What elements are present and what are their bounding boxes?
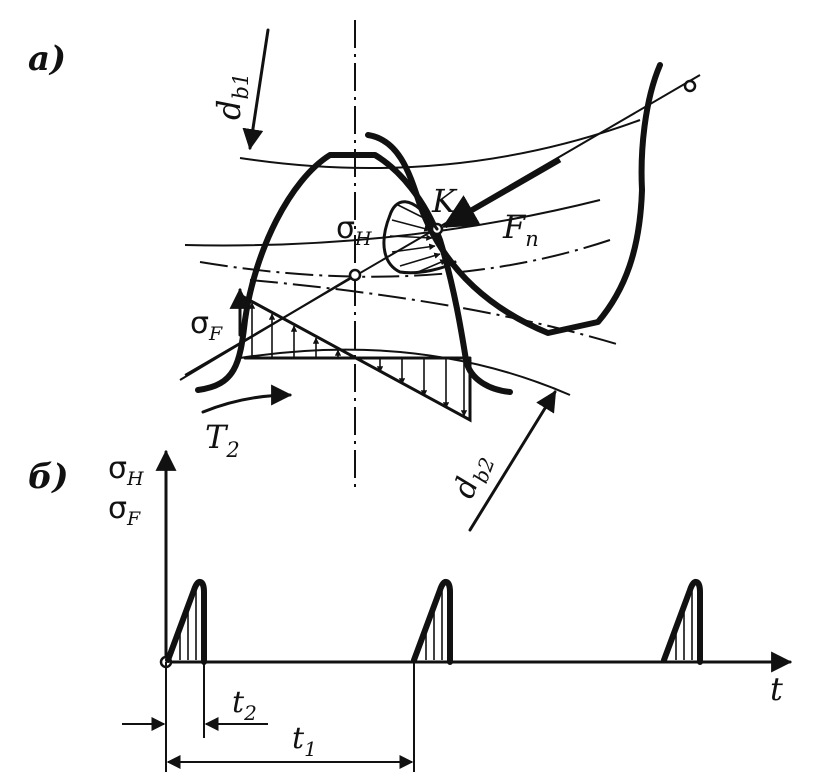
- force-line: [179, 274, 356, 381]
- panel-b: б) σH σF t: [28, 449, 793, 772]
- sigma-h-label: σH: [336, 211, 372, 250]
- t2-torque-label: T2: [205, 418, 240, 462]
- panel-a: a): [28, 20, 701, 532]
- fn-label: Fn: [502, 208, 539, 251]
- sigma-f-label: σF: [190, 306, 223, 345]
- x-axis-label-t: t: [770, 670, 783, 708]
- bending-stress-arrows-up: [248, 302, 342, 358]
- base-circle-db1-arc: [239, 119, 641, 169]
- torque-t2-arrow: [201, 384, 293, 414]
- y-axis-label-sigma-f: σF: [108, 491, 141, 530]
- panel-a-label: a): [28, 39, 66, 79]
- t1-label: t1: [292, 721, 317, 761]
- svg-text:db1: db1: [210, 73, 253, 120]
- stress-pulse-1: [165, 579, 207, 665]
- contact-stress-arrows: [389, 204, 447, 273]
- stress-pulse-3: [661, 579, 703, 665]
- t2-label: t2: [232, 685, 257, 725]
- dash-arc-lower: [249, 279, 621, 346]
- contact-point-k-label: K: [431, 182, 458, 220]
- base-circle-db2-arc: [239, 348, 571, 396]
- db1-dimension-arrow: [242, 28, 270, 151]
- panel-b-label: б): [28, 457, 69, 497]
- bending-stress-envelope: [238, 293, 472, 423]
- gear2-center-point: [683, 79, 697, 93]
- gear2-tooth: [365, 62, 663, 336]
- stress-pulse-2: [411, 579, 453, 665]
- dash-arc-upper: [199, 239, 611, 278]
- db1-label: db1: [210, 73, 253, 120]
- pitch-point: [348, 268, 362, 282]
- y-axis-label-sigma-h: σH: [108, 451, 144, 490]
- contact-stress-envelope: [382, 200, 457, 275]
- db2-dimension-arrow: [468, 390, 557, 532]
- bending-stress-arrows-down: [376, 358, 468, 417]
- normal-force-arrow: [441, 157, 562, 229]
